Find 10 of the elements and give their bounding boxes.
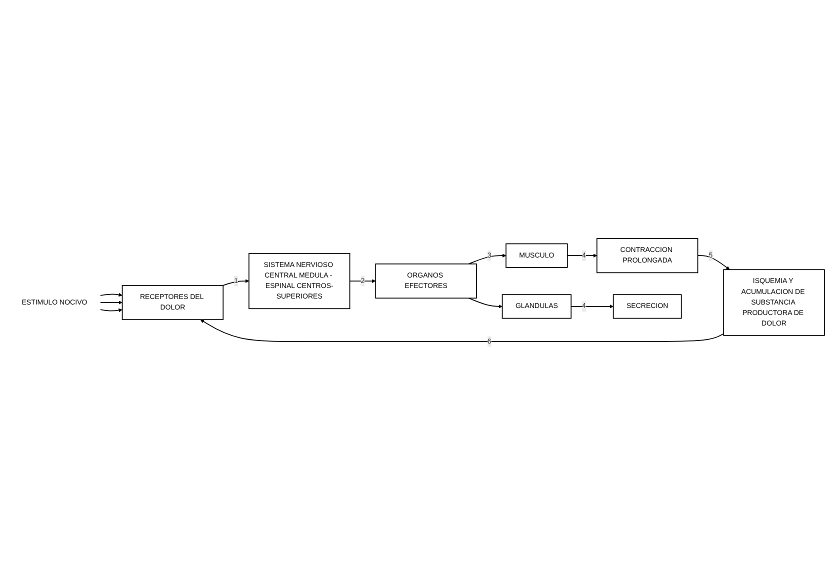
arrow bbox=[570, 304, 614, 308]
arrow bbox=[222, 278, 250, 286]
arrow bbox=[468, 298, 502, 308]
arrow bbox=[100, 308, 122, 312]
arrow bbox=[697, 255, 730, 270]
arrow bbox=[100, 300, 122, 304]
arrow bbox=[200, 319, 724, 342]
arrow bbox=[100, 292, 122, 297]
arrow bbox=[566, 254, 598, 258]
arrow bbox=[468, 254, 506, 264]
